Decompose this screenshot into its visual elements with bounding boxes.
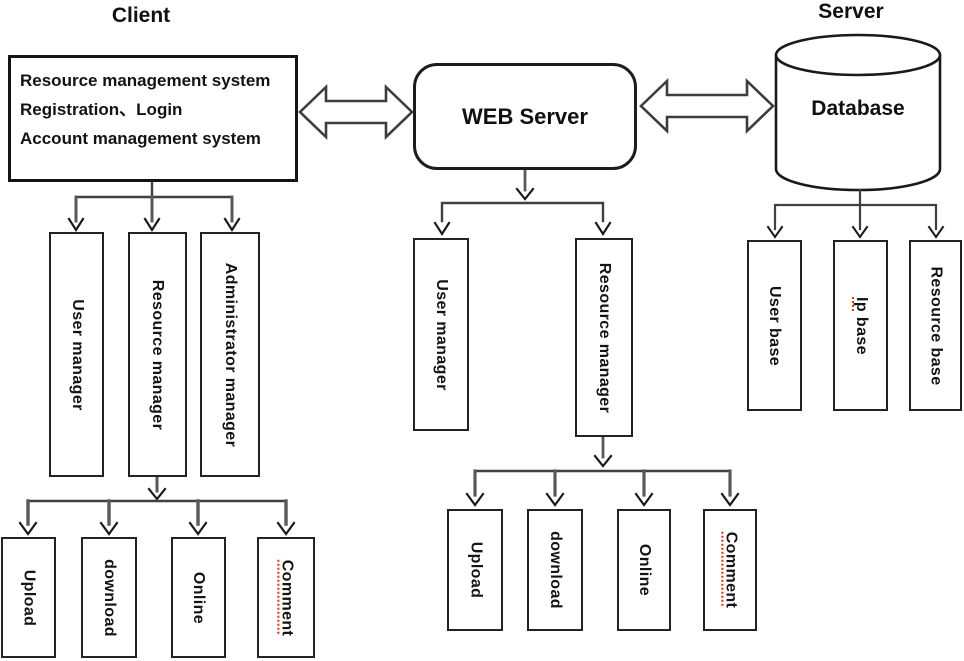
database-ip-base-label: Ip base [852,297,870,355]
arrow-head [593,454,613,468]
web-server-box: WEB Server [413,63,637,170]
arrow-head [766,225,945,239]
arrow-shaft [26,499,288,526]
webserver-resource-manager-box: Resource manager [575,238,633,437]
client-user-manager-label: User manager [68,298,86,411]
webserver-tree-connectors [433,168,612,237]
webserver-user-manager-box: User manager [413,238,469,431]
webserver-user-manager-label: User manager [433,278,450,391]
webserver-online-box: Online [617,509,671,631]
arrow-head [465,492,740,507]
arrow-head [515,187,535,201]
database-cylinder [774,33,942,192]
database-bases-connectors [766,188,945,239]
client-administrator-manager-label: Administrator manager [222,262,240,447]
client-comment-box: Comment [257,537,315,658]
client-functions-connectors [18,475,296,536]
client-comment-label: Comment [278,559,295,636]
database-ip-word: Ip [852,296,870,312]
client-upload-label: Upload [20,569,38,626]
webserver-database-double-arrow [639,77,775,135]
arrow-head [433,221,612,237]
webserver-resource-manager-label: Resource manager [596,262,613,413]
elbow-line [74,180,234,199]
webserver-download-label: download [547,531,565,609]
elbow-line [440,201,605,223]
web-server-label: WEB Server [462,103,588,129]
client-online-label: Online [190,571,208,624]
client-tree-connectors [67,180,241,233]
webserver-download-box: download [527,509,583,631]
database-ip-rest: base [852,311,870,355]
elbow-line [773,188,938,231]
database-resource-base-box: Resource base [909,240,962,411]
webserver-upload-label: Upload [467,541,484,599]
database-user-base-box: User base [747,240,802,411]
webserver-online-label: Online [636,543,653,597]
database-resource-base-label: Resource base [927,265,945,386]
database-ip-base-box: Ip base [833,240,888,411]
webserver-comment-box: Comment [703,509,757,631]
arrow-head [18,521,296,536]
arrow-shaft [473,469,732,497]
client-system-line-3: Account management system [20,129,261,148]
client-user-manager-box: User manager [49,232,104,477]
client-system-line-1: Resource management system [20,71,271,90]
arrow-shaft [74,195,234,223]
client-administrator-manager-box: Administrator manager [200,232,260,477]
client-webserver-double-arrow [298,83,414,141]
client-download-label: download [101,558,119,637]
server-title: Server [818,0,884,23]
database-user-base-label: User base [766,285,784,366]
client-download-box: download [81,537,137,658]
client-title: Client [111,4,171,27]
database-label: Database [811,97,905,120]
client-online-box: Online [171,537,226,658]
client-system-box: Resource management system Registration、… [8,55,298,182]
client-resource-manager-box: Resource manager [128,232,187,477]
arrow-head [67,217,241,233]
client-upload-box: Upload [1,537,56,658]
client-system-line-2: Registration、Login [20,100,183,119]
webserver-functions-connectors [465,435,740,507]
client-resource-manager-label: Resource manager [149,279,167,430]
arrow-head [147,487,167,501]
webserver-upload-box: Upload [447,509,503,631]
webserver-comment-label: Comment [722,531,739,609]
